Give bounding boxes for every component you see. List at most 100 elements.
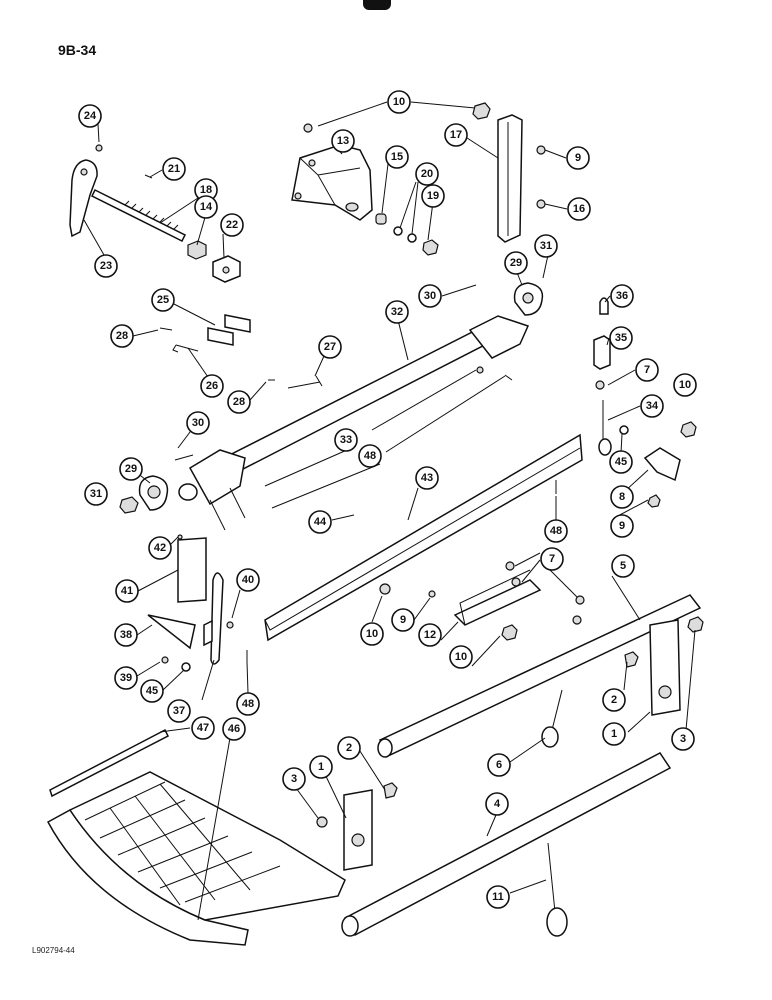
callout-label: 10 — [679, 379, 691, 391]
tube-part-5 — [377, 594, 702, 758]
shaft-part-18 — [90, 188, 187, 243]
callout: 12 — [418, 623, 442, 647]
callout: 46 — [222, 717, 246, 741]
callout-label: 18 — [200, 184, 212, 196]
page-label: 9B-34 — [58, 42, 97, 58]
callout-label: 4 — [494, 798, 501, 810]
callout-label: 11 — [492, 891, 504, 903]
callout: 2 — [602, 688, 626, 712]
callout: 48 — [358, 444, 382, 468]
callout-label: 30 — [424, 290, 436, 302]
callout: 28 — [110, 324, 134, 348]
callout-label: 15 — [391, 151, 403, 163]
callout-label: 31 — [90, 488, 102, 500]
callout: 45 — [140, 679, 164, 703]
callout-label: 34 — [646, 400, 659, 412]
plate-part-41 — [177, 534, 207, 603]
callout: 45 — [609, 450, 633, 474]
callout: 24 — [78, 104, 102, 128]
callout: 44 — [308, 510, 332, 534]
callout-label: 47 — [197, 722, 209, 734]
callout: 22 — [220, 213, 244, 237]
flange-left-29 — [119, 454, 194, 514]
callout: 32 — [385, 300, 409, 324]
concave-part-46 — [46, 771, 346, 946]
callout: 40 — [236, 568, 260, 592]
callout-label: 35 — [615, 332, 627, 344]
callout: 10 — [387, 90, 411, 114]
callout: 30 — [418, 284, 442, 308]
callout-label: 3 — [291, 773, 297, 785]
callout-label: 38 — [120, 629, 132, 641]
callout-label: 3 — [680, 733, 686, 745]
callout: 29 — [504, 251, 528, 275]
callout: 36 — [610, 284, 634, 308]
tube-part-4 — [341, 752, 672, 937]
callout-label: 9 — [575, 152, 581, 164]
callout-label: 31 — [540, 240, 552, 252]
callout: 27 — [318, 335, 342, 359]
callout-label: 45 — [146, 685, 158, 697]
callout-label: 28 — [233, 396, 245, 408]
callout: 28 — [227, 390, 251, 414]
strip-part-47 — [49, 728, 170, 798]
callout-label: 8 — [619, 491, 625, 503]
callout-label: 22 — [226, 219, 238, 231]
callout: 17 — [444, 123, 468, 147]
callout-label: 29 — [125, 463, 137, 475]
callout: 11 — [486, 885, 510, 909]
callout: 9 — [391, 608, 415, 632]
callout-label: 48 — [550, 525, 562, 537]
callout-label: 39 — [120, 672, 132, 684]
callout: 39 — [114, 666, 138, 690]
callout-label: 41 — [121, 585, 133, 597]
plates-part-25 — [159, 314, 323, 389]
callout-label: 26 — [206, 380, 218, 392]
rod-part-37 — [161, 572, 248, 672]
callout-label: 30 — [192, 417, 204, 429]
plate-part-1-left — [316, 782, 398, 871]
eyebolt-part-11 — [546, 842, 568, 937]
callout: 33 — [334, 428, 358, 452]
callout: 48 — [236, 692, 260, 716]
angle-part-43 — [264, 433, 583, 642]
callout-label: 7 — [644, 364, 650, 376]
callout: 13 — [331, 129, 355, 153]
callout-label: 20 — [421, 168, 433, 180]
callout-label: 2 — [611, 694, 617, 706]
callout-label: 42 — [154, 542, 166, 554]
callout-label: 1 — [318, 761, 324, 773]
callout-label: 32 — [391, 306, 403, 318]
callout-label: 16 — [573, 203, 585, 215]
callout: 26 — [200, 374, 224, 398]
callout-label: 27 — [324, 341, 336, 353]
tube-part-32 — [178, 315, 530, 531]
callout-label: 10 — [455, 651, 467, 663]
callout-label: 17 — [450, 129, 462, 141]
callout: 16 — [567, 197, 591, 221]
callout-label: 44 — [314, 516, 327, 528]
callout-label: 12 — [424, 629, 436, 641]
callout: 10 — [360, 622, 384, 646]
callout-label: 13 — [337, 135, 349, 147]
callout: 21 — [162, 157, 186, 181]
callout: 29 — [119, 457, 143, 481]
lever-part-23 — [69, 159, 98, 238]
bracket-part-13 — [291, 144, 373, 221]
callout-label: 9 — [400, 614, 406, 626]
callout: 42 — [148, 536, 172, 560]
callout-label: 1 — [611, 728, 617, 740]
bushing-block — [187, 240, 241, 283]
callout: 8 — [610, 485, 634, 509]
header-edge-mark — [363, 0, 391, 10]
eyebolt-stack — [593, 297, 697, 508]
callout-label: 10 — [366, 628, 378, 640]
eyebolt-part-6 — [541, 689, 563, 748]
callout: 41 — [115, 579, 139, 603]
callout: 38 — [114, 623, 138, 647]
callout-label: 23 — [100, 260, 112, 272]
callout: 31 — [84, 482, 108, 506]
callout: 1 — [602, 722, 626, 746]
gusset-part-38 — [147, 614, 196, 650]
